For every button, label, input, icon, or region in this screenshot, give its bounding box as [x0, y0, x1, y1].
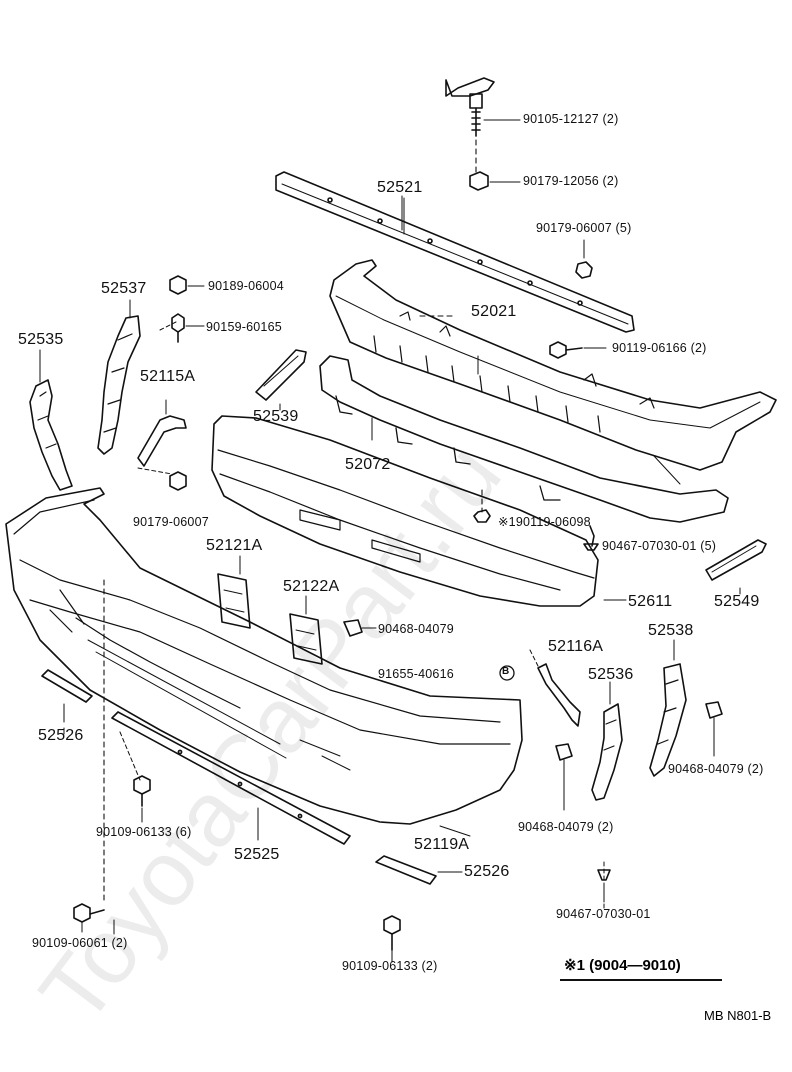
diagram-reference: MB N801-B: [704, 1008, 772, 1023]
label-52119A: 52119A: [414, 836, 470, 853]
label-90467-07030-01-5: 90467-07030-01 (5): [602, 539, 717, 553]
label-90179-06007-5: 90179-06007 (5): [536, 221, 632, 235]
clip-90468-mid: [343, 619, 377, 637]
label-52538: 52538: [648, 622, 694, 639]
bracket-52535: [29, 379, 73, 491]
bolt-90109-06133-2: [383, 915, 401, 951]
label-52526-left: 52526: [38, 727, 84, 744]
note-underline: [560, 979, 722, 981]
absorber-52021: [329, 259, 777, 471]
applicability-note: ※1 (9004—9010): [564, 957, 681, 974]
label-52611: 52611: [628, 593, 673, 610]
bracket-52537: [97, 315, 177, 455]
label-91655-40616: 91655-40616: [378, 667, 454, 681]
bolt-90119-06166: [549, 341, 607, 359]
label-52121A: 52121A: [206, 537, 263, 554]
clip-90468-right: [705, 701, 723, 757]
label-52549: 52549: [714, 593, 760, 610]
circle-b-marker: B: [502, 666, 510, 677]
label-90468-04079-2: 90468-04079 (2): [518, 820, 614, 834]
label-90179-06007: 90179-06007: [133, 515, 209, 529]
leader-lines: [39, 195, 741, 963]
label-90119-06166: 90119-06166 (2): [612, 341, 707, 355]
bolt-90109-06061: [73, 579, 105, 933]
reinforcement-52521: [275, 171, 635, 333]
bracket-52538: [649, 663, 687, 777]
label-52021: 52021: [471, 303, 517, 320]
label-90179-12056: 90179-12056 (2): [523, 174, 619, 188]
bolt-bracket-top: [445, 77, 521, 173]
nut-90179-06007: [169, 471, 187, 491]
support-52072: [319, 355, 729, 523]
bracket-52536: [591, 703, 623, 801]
label-90109-06133-2: 90109-06133 (2): [342, 959, 438, 973]
pad-52539: [255, 349, 307, 401]
bolt-90119-06098: [473, 489, 491, 523]
label-90159-60165: 90159-60165: [206, 320, 282, 334]
label-52115A: 52115A: [140, 368, 196, 385]
stay-52116A: [499, 649, 581, 727]
label-90189-06004: 90189-06004: [208, 279, 284, 293]
nut-mid: [575, 239, 593, 279]
label-52521: 52521: [377, 179, 423, 196]
clip-90467-top: [583, 525, 599, 551]
label-90105-12127: 90105-12127 (2): [523, 112, 619, 126]
label-52525: 52525: [234, 846, 280, 863]
label-90468-04079-2-right: 90468-04079 (2): [668, 762, 764, 776]
strip-52549: [705, 539, 767, 581]
label-52536: 52536: [588, 666, 634, 683]
strip-52525: [111, 711, 351, 845]
bolt-90159: [171, 313, 205, 343]
stay-52115A: [137, 399, 187, 475]
label-52535: 52535: [18, 331, 64, 348]
clip-90468-left: [555, 743, 573, 811]
label-90109-06133-6: 90109-06133 (6): [96, 825, 192, 839]
nut-90189: [169, 275, 205, 295]
label-52122A: 52122A: [283, 578, 340, 595]
clip-90467-bottom: [597, 861, 611, 903]
label-90119-06098: ※190119-06098: [498, 515, 591, 529]
label-52116A: 52116A: [548, 638, 604, 655]
label-52537: 52537: [101, 280, 147, 297]
label-90468-04079: 90468-04079: [378, 622, 454, 636]
bracket-52121A: [217, 573, 251, 629]
label-52539: 52539: [253, 408, 299, 425]
pad-52526-left: [41, 669, 93, 723]
bracket-52122A: [289, 613, 323, 665]
label-90467-07030-01: 90467-07030-01: [556, 907, 651, 921]
label-90109-06061: 90109-06061 (2): [32, 936, 128, 950]
bumper-52119A: [5, 487, 523, 825]
pad-52526-right: [375, 855, 463, 885]
label-52072: 52072: [345, 456, 391, 473]
label-52526-right: 52526: [464, 863, 510, 880]
bumper-cover-52611: [211, 415, 627, 607]
bolt-90109-06133-6: [133, 775, 151, 823]
nut-top: [469, 171, 521, 191]
